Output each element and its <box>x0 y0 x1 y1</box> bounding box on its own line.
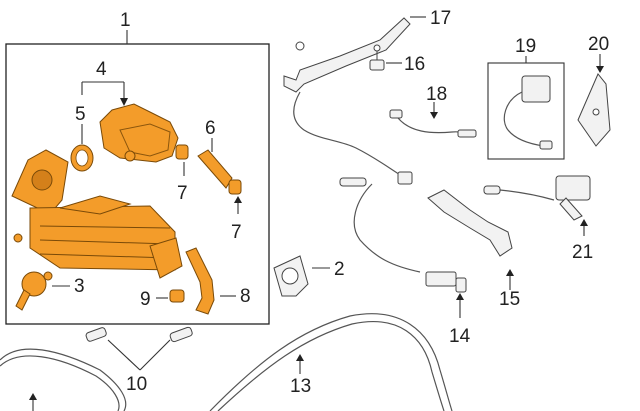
sensor-14-body <box>425 271 457 287</box>
callout-10: 10 <box>126 374 147 395</box>
lower-pipe-left-inner <box>0 355 120 411</box>
gasket-plate <box>273 255 309 297</box>
arrow-20 <box>596 66 604 73</box>
hose-clamp <box>169 289 185 303</box>
harness-wire-lower <box>353 183 421 273</box>
arrow-13 <box>296 354 304 361</box>
callout-6: 6 <box>205 118 216 139</box>
callout-16: 16 <box>404 54 425 75</box>
callout-7a: 7 <box>177 183 188 204</box>
leader-10b <box>139 339 171 371</box>
arrow-4 <box>120 98 128 106</box>
harness-bracket <box>427 189 513 257</box>
clamp-upper <box>175 144 189 160</box>
callout-1: 1 <box>120 10 131 31</box>
egr-assembly-frame <box>5 43 270 325</box>
studs <box>85 326 193 343</box>
callout-5: 5 <box>75 104 86 125</box>
callout-21: 21 <box>572 242 593 263</box>
arrow-14 <box>456 293 464 300</box>
callout-18: 18 <box>426 84 447 105</box>
lower-pipe-left <box>0 348 127 411</box>
mounting-bracket <box>577 73 611 147</box>
harness-wire-main <box>293 91 403 177</box>
sensor-14-plug <box>455 277 467 293</box>
lower-pipe-main-inner <box>217 321 445 411</box>
exhaust-sensor <box>483 175 591 221</box>
arrow-left-bottom <box>29 393 37 400</box>
callout-2: 2 <box>334 259 345 280</box>
egr-valve-actuator <box>99 103 179 163</box>
callout-20: 20 <box>588 34 609 55</box>
callout-3: 3 <box>74 276 85 297</box>
pressure-sensor-kit <box>503 75 553 150</box>
temperature-sensor <box>389 109 477 138</box>
egr-cooler <box>11 149 183 279</box>
coolant-hose-large <box>185 247 215 315</box>
callout-7b: 7 <box>231 222 242 243</box>
arrow-15 <box>506 269 514 276</box>
pressure-sensor <box>369 44 385 71</box>
arrow-21 <box>580 219 588 226</box>
temp-probe-small <box>339 177 367 187</box>
callout-14: 14 <box>449 326 471 347</box>
callout-13: 13 <box>290 376 311 397</box>
callout-4: 4 <box>96 59 107 80</box>
arrow-7b <box>234 196 242 203</box>
harness-connector <box>397 171 413 185</box>
coolant-hose-small <box>197 149 233 189</box>
callout-19: 19 <box>515 36 536 57</box>
vacuum-actuator <box>15 271 53 311</box>
leader-10a <box>107 339 141 371</box>
arrow-18 <box>430 112 438 119</box>
callout-17: 17 <box>430 8 451 29</box>
callout-8: 8 <box>240 286 251 307</box>
clamp-lower <box>228 179 242 195</box>
sensor-bracket <box>283 17 411 93</box>
lower-pipe-main <box>209 313 453 411</box>
callout-15: 15 <box>499 289 520 310</box>
callout-9: 9 <box>140 289 151 310</box>
